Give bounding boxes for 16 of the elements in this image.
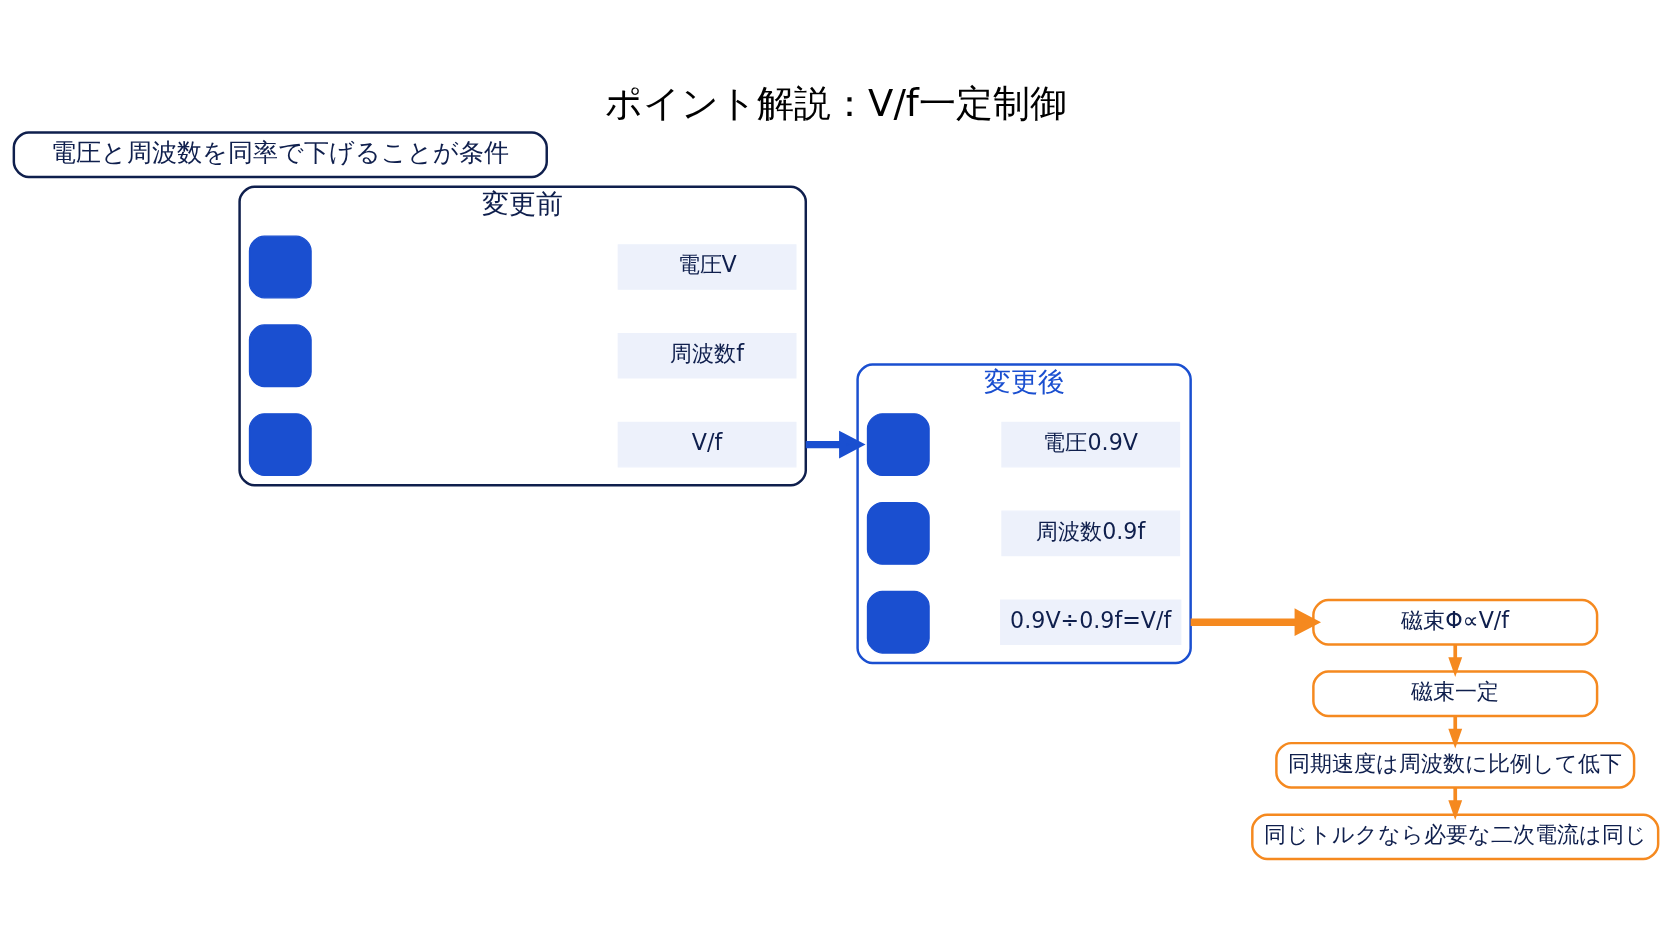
node-box bbox=[248, 324, 312, 388]
node-box bbox=[866, 413, 930, 477]
node-box: 同じトルクなら必要な二次電流は同じ bbox=[1251, 813, 1660, 861]
node-box bbox=[866, 501, 930, 565]
node-box bbox=[248, 413, 312, 477]
arrow bbox=[1448, 716, 1463, 749]
diagram-title: ポイント解説：V/f一定制御 bbox=[605, 82, 1067, 126]
node-box: 同期速度は周波数に比例して低下 bbox=[1275, 741, 1636, 789]
node-box bbox=[866, 590, 930, 654]
node-box: 電圧と周波数を同率で下げることが条件 bbox=[12, 131, 548, 179]
node-box bbox=[248, 235, 312, 299]
arrow bbox=[805, 430, 866, 459]
arrow bbox=[1448, 787, 1463, 821]
node-box: 磁束Φ∝V/f bbox=[1312, 598, 1599, 646]
node-box: 磁束一定 bbox=[1312, 670, 1599, 718]
arrow bbox=[1448, 644, 1463, 678]
